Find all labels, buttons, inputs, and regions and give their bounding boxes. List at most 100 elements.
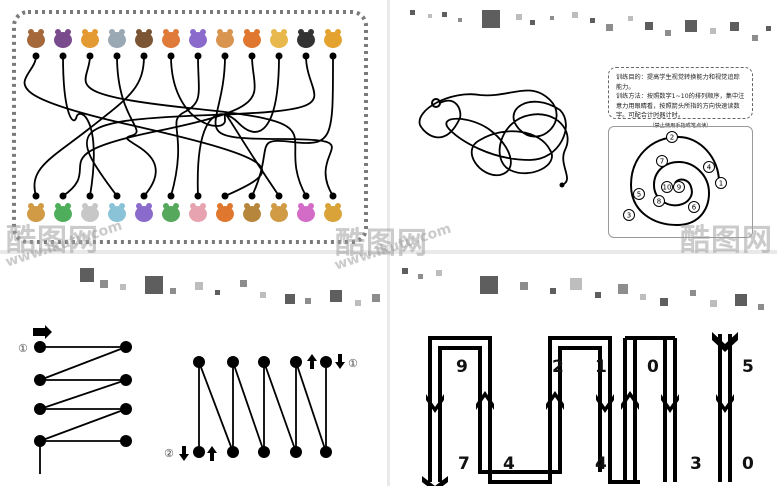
digit-label: 0	[647, 357, 659, 377]
maze-endpoints	[32, 52, 337, 200]
maze-start-dot	[329, 52, 337, 60]
decor-square	[640, 294, 646, 300]
maze-start-dot	[167, 52, 175, 60]
decor-square	[402, 268, 408, 274]
animal-icon	[81, 29, 99, 48]
spiral-number: 8	[653, 195, 665, 207]
right-zigzag	[193, 356, 332, 458]
decor-square	[595, 292, 601, 298]
digit-label: 9	[456, 357, 468, 377]
arrow-down-icon	[661, 394, 679, 413]
zigzag-dot	[320, 446, 332, 458]
zigzag-segment	[263, 361, 297, 453]
left-zigzag	[34, 341, 132, 474]
decor-square	[372, 294, 380, 302]
animal-maze-drawing	[12, 10, 368, 244]
tangle-line	[418, 89, 569, 186]
decor-square	[240, 280, 247, 287]
svg-text:4: 4	[707, 164, 712, 172]
decor-square	[215, 290, 220, 295]
animal-icon	[243, 29, 261, 48]
up-arrow-icon	[207, 446, 217, 461]
decor-square	[145, 276, 163, 294]
maze-end-dot	[248, 192, 256, 200]
decor-square	[618, 284, 628, 294]
animal-icon	[270, 29, 288, 48]
animal-icon	[135, 29, 153, 48]
zigzag-dot	[34, 341, 46, 353]
arrow-down-icon	[596, 394, 614, 413]
decor-square	[570, 278, 582, 290]
maze-end-dot	[221, 192, 229, 200]
decor-square	[660, 298, 668, 306]
spiral-number: 9	[673, 181, 685, 193]
decor-square	[482, 10, 500, 28]
animal-icon	[216, 29, 234, 48]
spiral-number: 5	[633, 188, 645, 200]
maze-start-dot	[86, 52, 94, 60]
animal-icon	[81, 203, 99, 222]
digit-label: 2	[552, 357, 564, 377]
svg-text:10: 10	[663, 184, 672, 192]
maze-end-dot	[167, 192, 175, 200]
zigzag-dot	[120, 403, 132, 415]
svg-text:2: 2	[670, 134, 674, 142]
decor-square	[690, 290, 696, 296]
zigzag-dot	[320, 356, 332, 368]
decor-square	[550, 288, 556, 294]
maze-path	[214, 55, 334, 197]
decor-square	[730, 22, 739, 31]
zigzag-dot	[290, 356, 302, 368]
svg-text:8: 8	[657, 198, 661, 206]
animal-icon	[54, 203, 72, 222]
decor-square	[665, 30, 671, 36]
zigzag-dot	[120, 435, 132, 447]
arrow-up-icon	[621, 391, 639, 410]
maze-path	[62, 55, 256, 197]
maze-path	[170, 55, 280, 197]
chevron-down-icon	[712, 332, 738, 352]
animal-icon	[27, 203, 45, 222]
arrow-down-icon	[422, 476, 448, 486]
instruction-box: 训练目的：提高学生视觉转换能力和视觉追踪能力。 训练方法：按照数字1~10的排列…	[608, 67, 753, 129]
spiral-number: 3	[623, 209, 635, 221]
zigzag-dot	[193, 446, 205, 458]
decor-square	[428, 14, 432, 18]
decor-square	[766, 26, 771, 31]
panel-number-tracks: 9 2 1 0 5 7 4 4 3 0	[390, 254, 777, 486]
decor-square	[710, 28, 716, 34]
instruction-purpose: 训练目的：提高学生视觉转换能力和视觉追踪能力。	[616, 74, 740, 91]
up-arrow-icon	[307, 354, 317, 369]
decor-square	[418, 274, 423, 279]
start-marker-right: ①	[348, 357, 358, 370]
maze-start-dot	[113, 52, 121, 60]
arrow-down-icon	[716, 394, 734, 413]
decor-square	[305, 298, 311, 304]
decor-square	[752, 35, 758, 41]
zigzag-dot	[120, 374, 132, 386]
decor-square	[710, 300, 717, 307]
decor-square	[645, 22, 653, 30]
track-outer	[428, 336, 640, 484]
maze-dashed-border	[12, 10, 368, 244]
decor-square	[436, 270, 442, 276]
maze-start-dot	[59, 52, 67, 60]
animal-icon	[162, 203, 180, 222]
zigzag-segment	[198, 361, 234, 453]
zigzag-dot	[258, 356, 270, 368]
maze-end-dot	[59, 192, 67, 200]
zigzag-dot	[193, 356, 205, 368]
maze-end-dot	[194, 192, 202, 200]
svg-text:6: 6	[692, 204, 697, 212]
zigzag-dot	[227, 446, 239, 458]
decor-square	[685, 20, 697, 32]
animal-icon	[216, 203, 234, 222]
decor-square	[442, 12, 447, 17]
zigzag-segment	[39, 408, 127, 442]
decor-square	[285, 294, 295, 304]
animal-icon	[108, 203, 126, 222]
maze-start-dot	[140, 52, 148, 60]
